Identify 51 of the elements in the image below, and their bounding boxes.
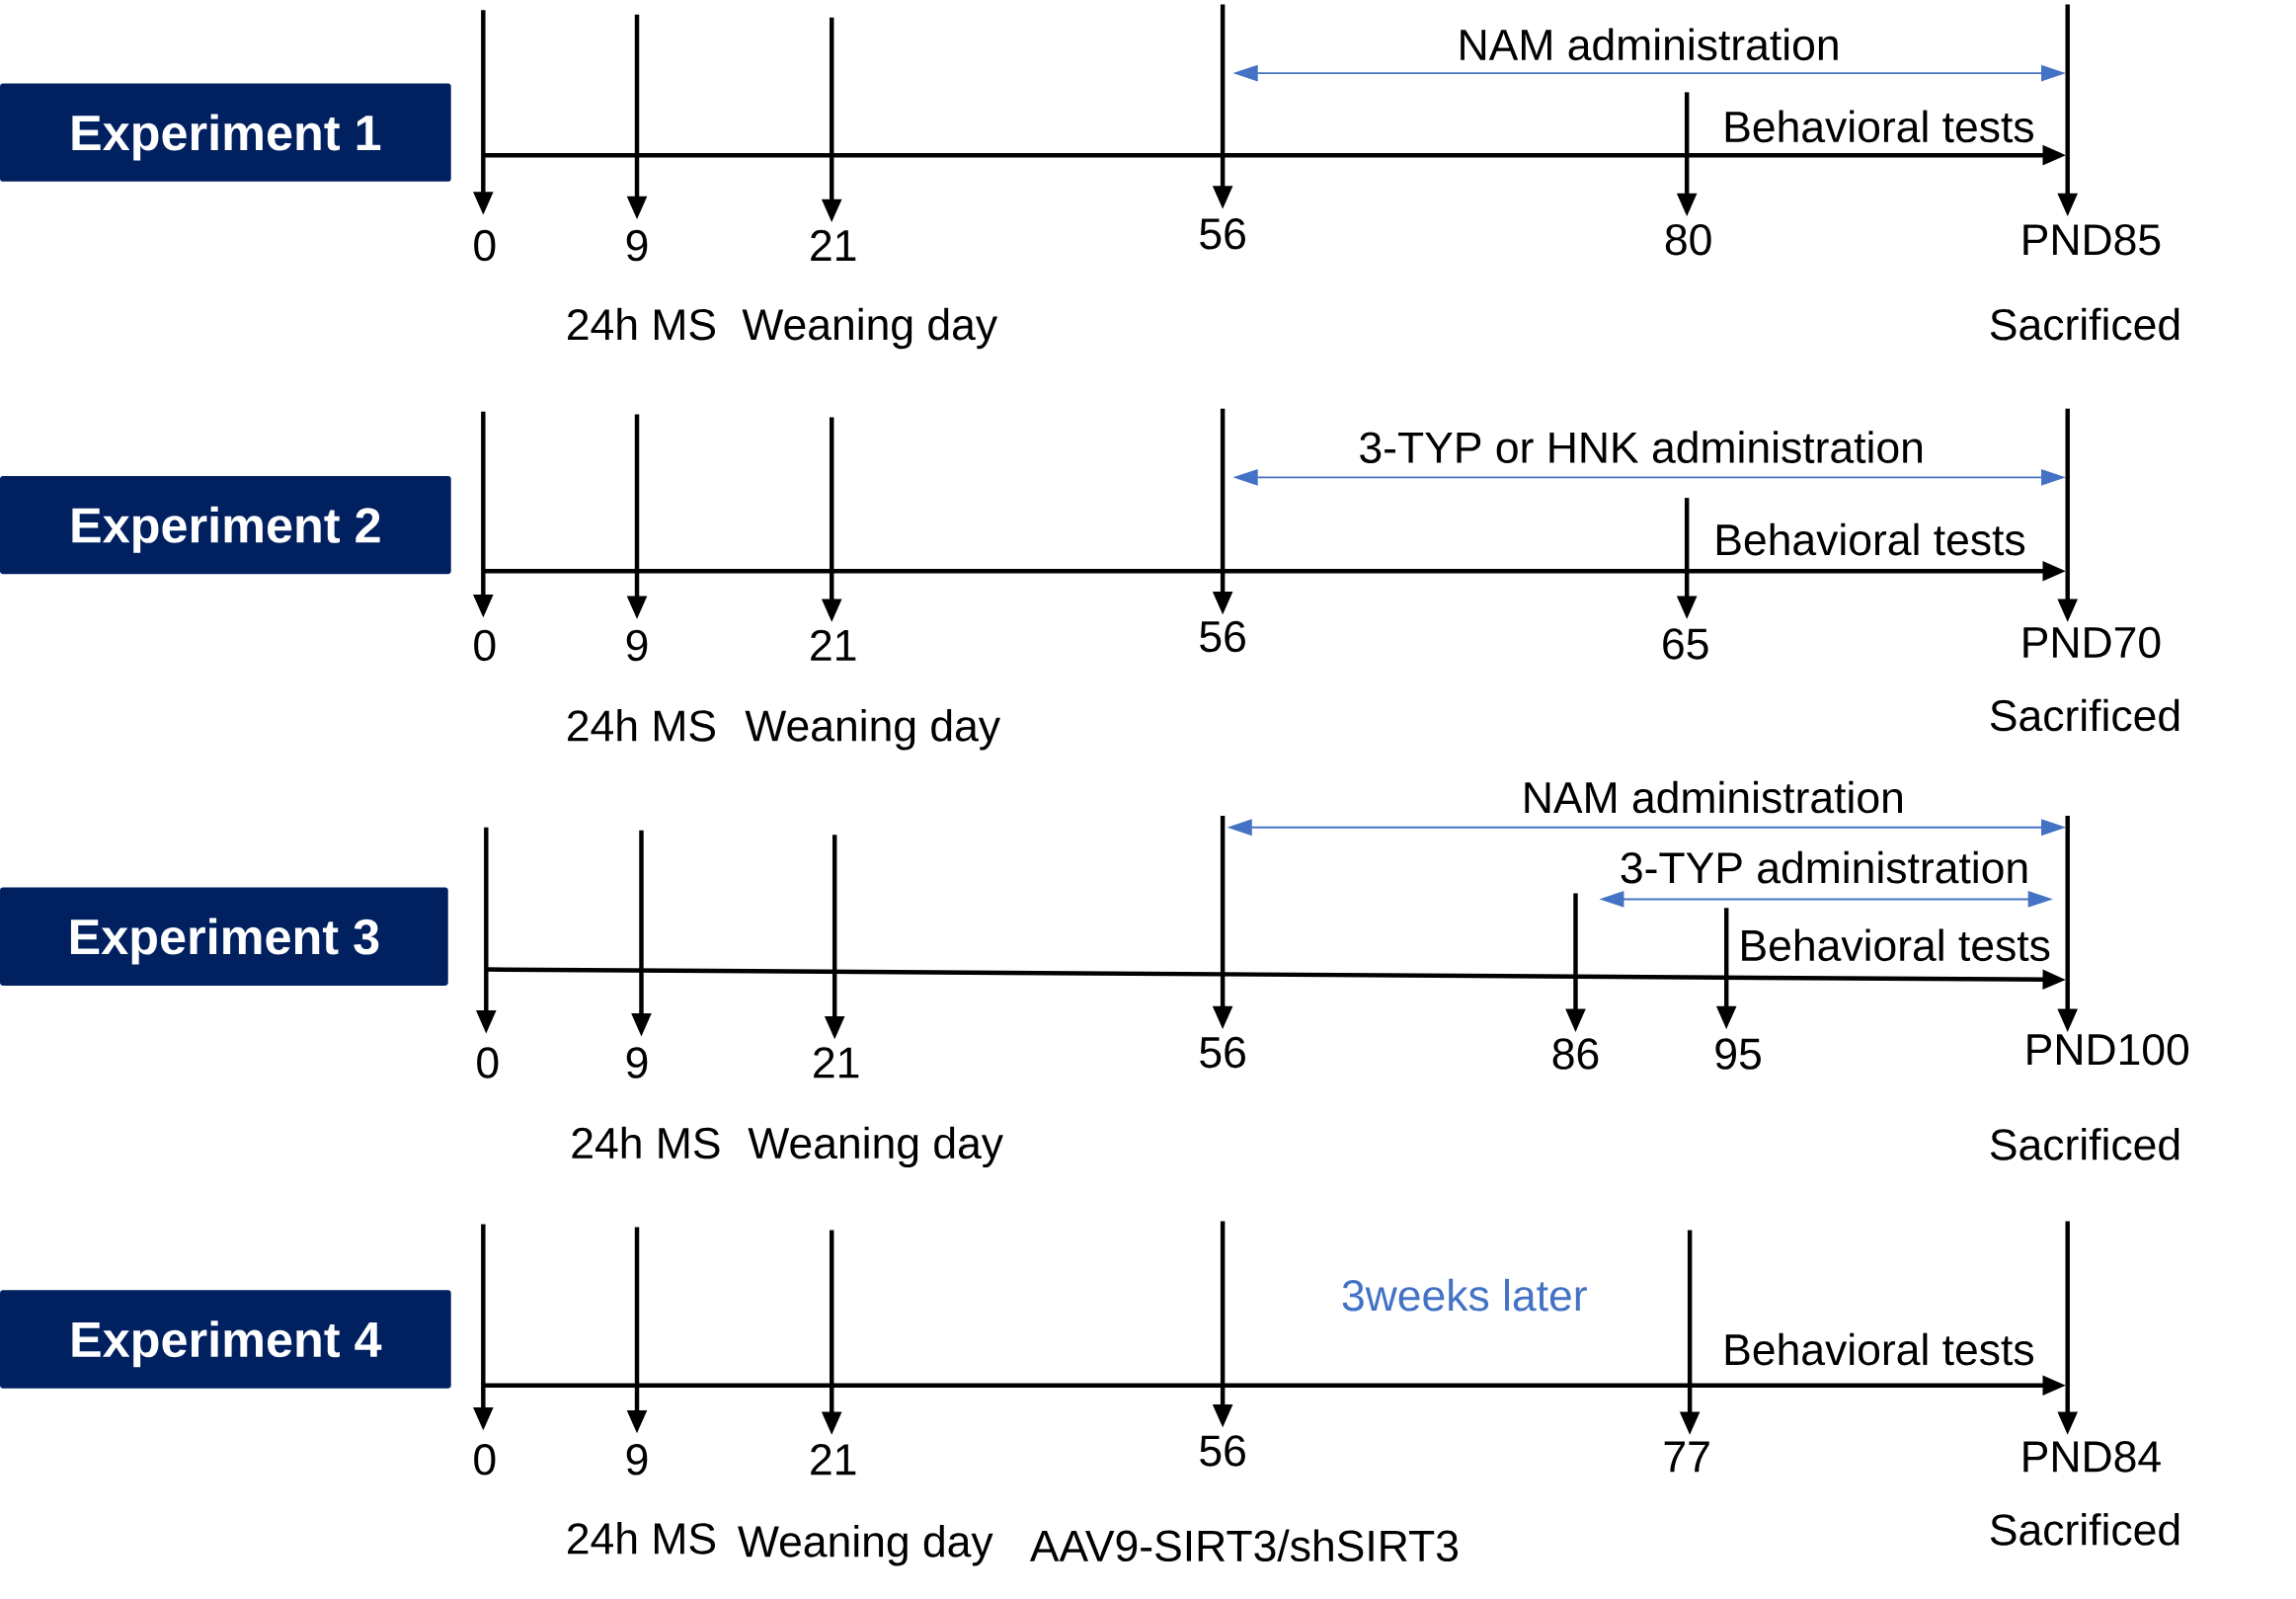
event-label: Weaning day bbox=[745, 708, 1000, 751]
event-label: Sacrificed bbox=[1990, 1128, 2179, 1160]
day-label: 9 bbox=[626, 629, 648, 662]
day-label: 0 bbox=[474, 629, 496, 662]
day-label: 77 bbox=[1664, 1441, 1709, 1473]
day-label: 56 bbox=[1200, 1435, 1245, 1467]
event-label: Sacrificed bbox=[1990, 1513, 2179, 1546]
day-label: 9 bbox=[626, 1444, 648, 1476]
period-label: Behavioral tests bbox=[1742, 928, 2050, 962]
event-label: 24h MS bbox=[572, 1126, 720, 1159]
day-label: 56 bbox=[1200, 1036, 1245, 1069]
interval-label: 3weeks later bbox=[1342, 1278, 1587, 1312]
event-label: 24h MS bbox=[568, 708, 715, 742]
event-label: 24h MS bbox=[568, 307, 715, 341]
day-label: 56 bbox=[1200, 217, 1245, 250]
day-label: 0 bbox=[477, 1047, 499, 1079]
period-label: Behavioral tests bbox=[1725, 1332, 2033, 1366]
experiment-box: Experiment 1 bbox=[0, 83, 451, 182]
day-label: 0 bbox=[474, 229, 496, 262]
day-label: PND100 bbox=[2027, 1033, 2189, 1066]
period-label: NAM administration bbox=[1461, 28, 1838, 61]
day-label: 56 bbox=[1200, 620, 1245, 653]
day-label: 9 bbox=[626, 229, 648, 262]
period-label: NAM administration bbox=[1525, 780, 1902, 814]
day-label: 21 bbox=[811, 629, 856, 661]
experiment-box: Experiment 4 bbox=[0, 1290, 451, 1389]
event-label: 24h MS bbox=[568, 1521, 715, 1555]
day-label: 65 bbox=[1663, 628, 1708, 660]
day-label: 21 bbox=[811, 1444, 856, 1476]
event-label: Weaning day bbox=[742, 307, 998, 350]
period-label: 3-TYP or HNK administration bbox=[1360, 431, 1922, 463]
event-label: Weaning day bbox=[748, 1126, 1003, 1167]
period-label: 3-TYP administration bbox=[1621, 850, 2027, 884]
day-label: 80 bbox=[1665, 223, 1711, 256]
period-label: Behavioral tests bbox=[1716, 522, 2025, 556]
experiment-box: Experiment 2 bbox=[0, 475, 451, 575]
day-label: PND85 bbox=[2023, 223, 2161, 256]
day-label: 21 bbox=[814, 1047, 859, 1079]
day-label: 95 bbox=[1715, 1038, 1761, 1070]
day-label: 0 bbox=[474, 1444, 496, 1476]
day-label: 86 bbox=[1552, 1038, 1599, 1070]
event-label: AAV9-SIRT3/shSIRT3 bbox=[1029, 1529, 1458, 1561]
day-label: 9 bbox=[626, 1047, 648, 1079]
event-label: Sacrificed bbox=[1990, 307, 2179, 341]
day-label: PND70 bbox=[2023, 626, 2161, 659]
period-label: Behavioral tests bbox=[1725, 110, 2033, 143]
day-label: 21 bbox=[811, 229, 856, 261]
event-label: Sacrificed bbox=[1990, 698, 2179, 732]
day-label: PND84 bbox=[2023, 1441, 2161, 1473]
experiment-box: Experiment 3 bbox=[0, 887, 448, 986]
event-label: Weaning day bbox=[738, 1524, 993, 1566]
